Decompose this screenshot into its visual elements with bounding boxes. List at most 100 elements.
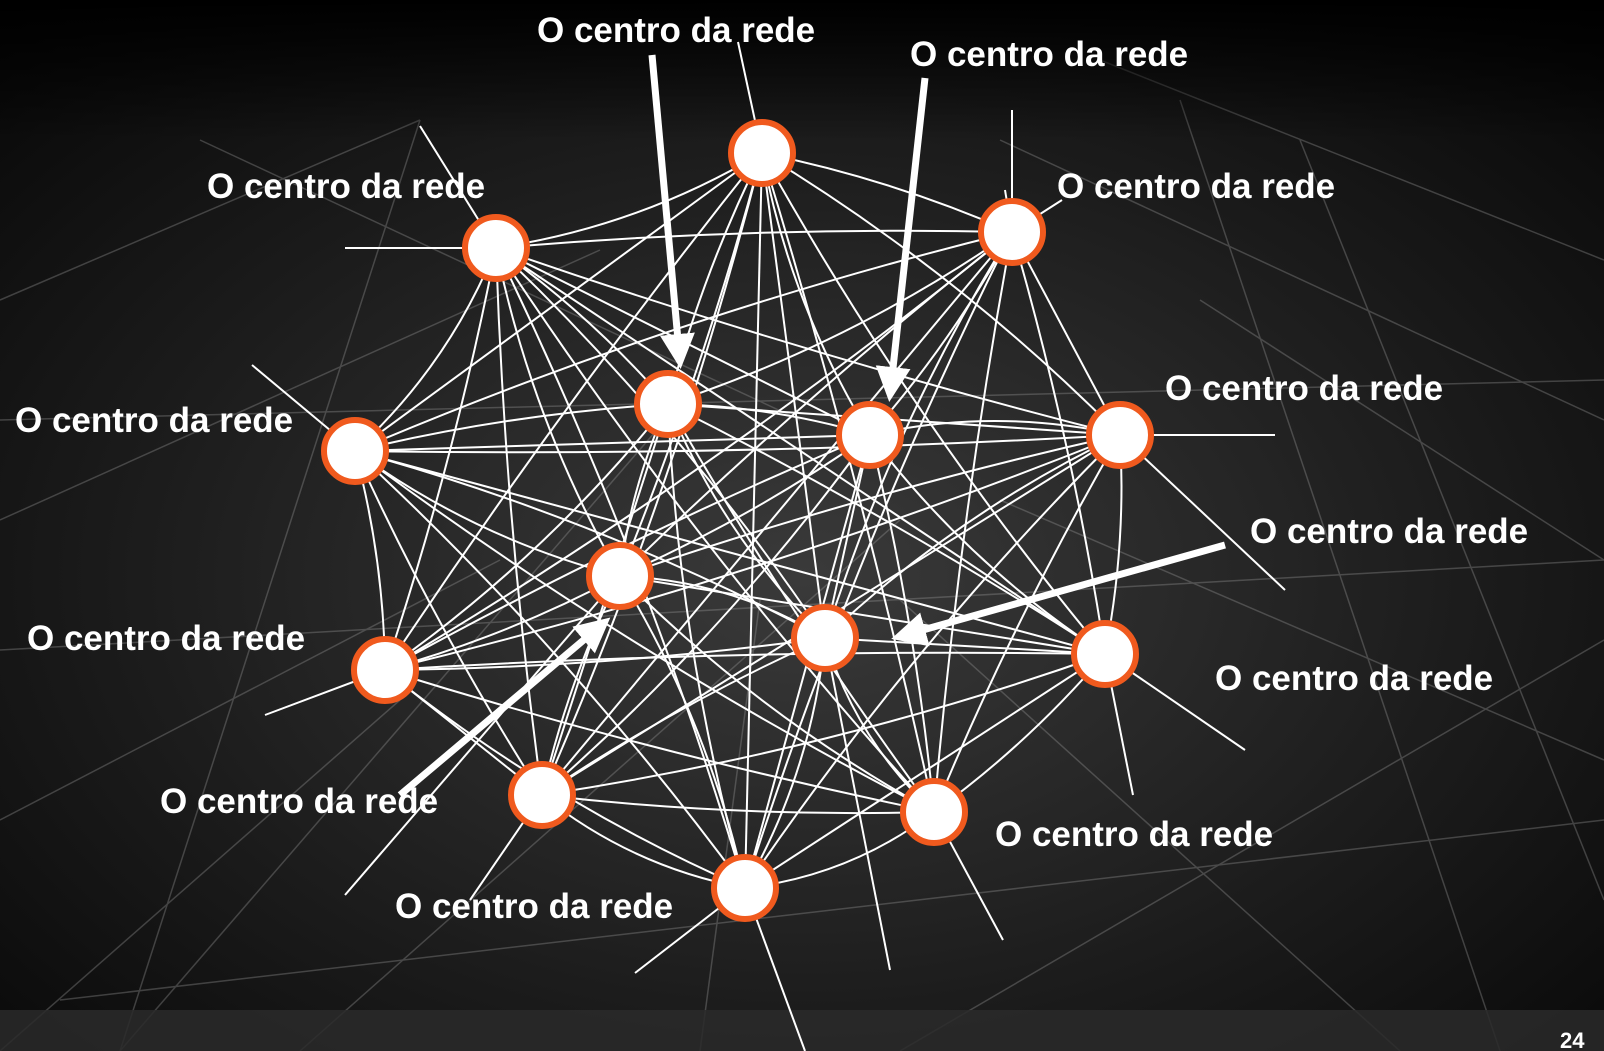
network-edge <box>761 152 1106 655</box>
network-edge <box>384 637 826 671</box>
nodes-layer <box>321 119 1154 922</box>
network-edge <box>667 152 763 405</box>
labels-layer: O centro da rede O centro da rede O centro… <box>15 11 1528 926</box>
network-edge <box>667 403 935 813</box>
network-edge <box>761 152 935 813</box>
network-edge <box>384 403 669 671</box>
network-edge <box>869 231 1013 436</box>
network-edge <box>495 229 1013 249</box>
network-node <box>321 417 389 485</box>
network-edge <box>744 231 1013 889</box>
page-number: 24 <box>1560 1028 1585 1051</box>
network-edge <box>541 794 935 815</box>
network-edge <box>761 152 871 436</box>
network-edge <box>541 434 871 796</box>
network-node <box>1086 401 1154 469</box>
network-node <box>508 761 576 829</box>
stub-edge <box>344 575 621 896</box>
background-line <box>0 699 401 1051</box>
node-label: O centro da rede <box>1250 512 1528 551</box>
background-line <box>899 599 1401 1051</box>
pointer-arrow <box>875 77 929 402</box>
node-label: O centro da rede <box>15 401 293 440</box>
background-line <box>0 249 601 521</box>
network-edge <box>761 152 826 639</box>
network-edge <box>354 450 935 813</box>
background-line <box>1199 299 1604 561</box>
network-edge <box>495 247 935 813</box>
stub-edge <box>824 637 891 971</box>
background-line <box>0 119 421 301</box>
pointer-arrow <box>397 617 611 798</box>
node-label: O centro da rede <box>1057 167 1335 206</box>
network-edge <box>667 403 826 639</box>
network-edge <box>384 651 1106 671</box>
node-label: O centro da rede <box>27 619 305 658</box>
network-node <box>791 604 859 672</box>
network-node <box>978 198 1046 266</box>
network-edge <box>619 434 871 577</box>
network-edge <box>619 434 1121 577</box>
network-edge <box>933 653 1106 813</box>
node-label: O centro da rede <box>910 35 1188 74</box>
network-edge <box>619 575 1106 655</box>
network-edge <box>384 247 497 671</box>
node-label: O centro da rede <box>395 887 673 926</box>
network-edge <box>495 247 669 405</box>
network-edge <box>744 637 826 889</box>
node-label: O centro da rede <box>995 815 1273 854</box>
network-edge <box>384 669 935 813</box>
network-edge <box>384 152 763 671</box>
network-edge <box>384 434 1121 671</box>
network-edge <box>354 450 621 577</box>
network-edge <box>744 653 1106 889</box>
network-edge <box>824 637 1106 655</box>
network-edge <box>541 637 826 796</box>
network-node <box>900 778 968 846</box>
network-node <box>728 119 796 187</box>
network-edge <box>541 152 763 796</box>
background-line <box>999 139 1604 421</box>
network-edge <box>619 575 746 889</box>
node-label: O centro da rede <box>1165 369 1443 408</box>
network-edge <box>354 450 1106 655</box>
network-edge <box>1011 231 1121 436</box>
network-node <box>462 214 530 282</box>
network-edge <box>744 152 763 889</box>
node-label: O centro da rede <box>207 167 485 206</box>
background-line <box>1299 139 1604 901</box>
network-edge <box>619 152 763 577</box>
network-edge <box>619 575 935 813</box>
pointer-arrow <box>891 541 1226 647</box>
network-edge <box>354 152 763 452</box>
pointer-arrow <box>648 54 695 369</box>
network-edge <box>1011 231 1106 655</box>
network-edge <box>354 403 669 452</box>
background-line <box>119 119 421 1051</box>
network-node <box>711 854 779 922</box>
network-node <box>634 370 702 438</box>
network-edge <box>354 434 871 452</box>
network-edge <box>495 247 1106 655</box>
network-node <box>1071 620 1139 688</box>
network-edge <box>933 231 1013 813</box>
stub-edge <box>1119 434 1286 591</box>
network-edge <box>933 434 1121 813</box>
network-edge <box>495 247 543 796</box>
node-label: O centro da rede <box>160 782 438 821</box>
network-node <box>836 401 904 469</box>
network-edge <box>495 152 763 249</box>
network-edge <box>384 231 1013 671</box>
network-edge <box>869 434 1106 655</box>
network-edge <box>541 653 1106 796</box>
arrows-layer <box>397 54 1226 798</box>
node-label: O centro da rede <box>1215 659 1493 698</box>
background-line <box>0 559 501 821</box>
background-line <box>59 819 1604 1001</box>
network-edge <box>667 231 1013 405</box>
background-line <box>999 499 1604 761</box>
network-edge <box>354 434 1121 454</box>
